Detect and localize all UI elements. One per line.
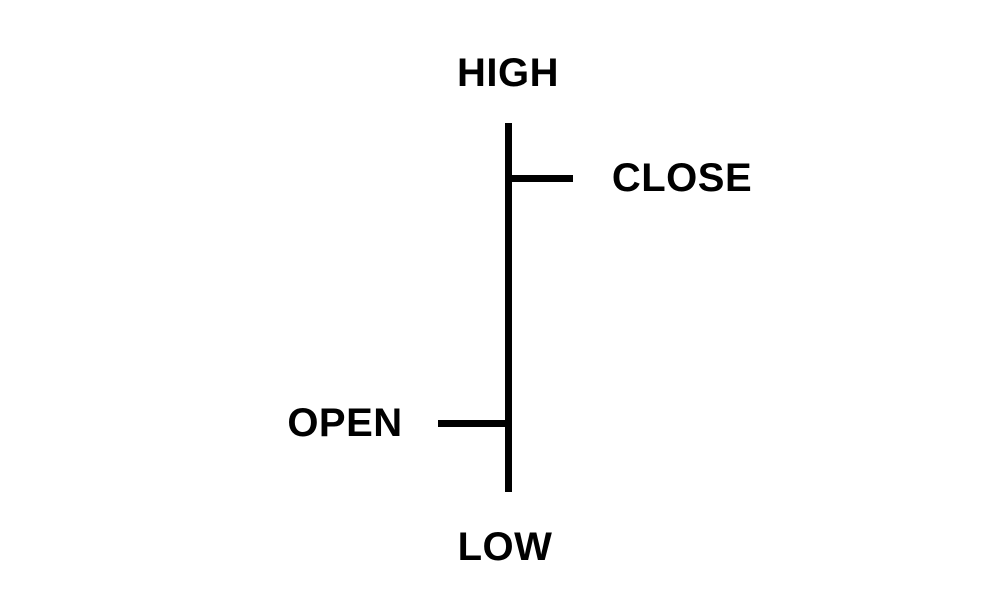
high-low-line (505, 123, 512, 492)
open-label: OPEN (287, 401, 403, 445)
low-label: LOW (457, 525, 553, 569)
close-tick-mark (508, 175, 573, 182)
close-label: CLOSE (611, 156, 753, 200)
high-label: HIGH (457, 51, 559, 95)
open-tick-mark (438, 420, 510, 427)
